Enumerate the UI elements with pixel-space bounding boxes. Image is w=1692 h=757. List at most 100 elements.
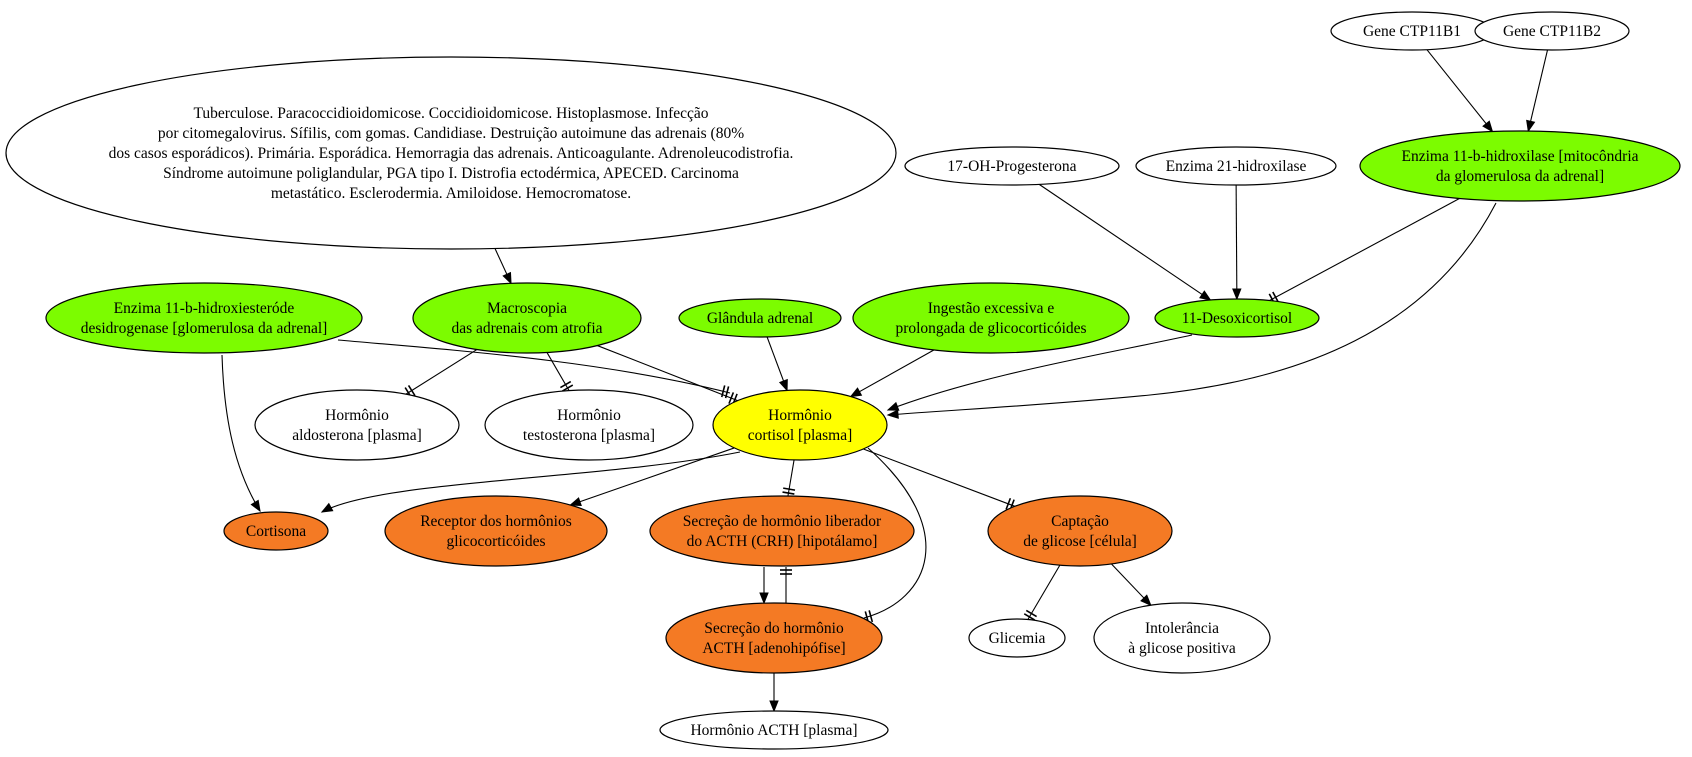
edge-11-desoxicortisol-to-cortisol [886, 334, 1193, 411]
node-glandula-adrenal: Glândula adrenal [678, 298, 842, 338]
edge-cortisol-to-acth-secrecao-tee-bar [868, 610, 874, 623]
node-enzima-21-hidroxilase-shape [1135, 146, 1337, 186]
node-ingestao-shape [852, 282, 1130, 354]
edge-macroscopia-to-cortisol-tee-bar [728, 392, 735, 404]
edge-cortisol-to-receptor-arrowhead [569, 497, 582, 507]
edge-enzima-11b-hidroxiesterode-to-cortisona-line [221, 354, 261, 512]
node-glicemia: Glicemia [968, 618, 1066, 658]
node-crh-label: do ACTH (CRH) [hipotálamo] [687, 533, 878, 550]
edges-layer [221, 49, 1549, 713]
node-acth-secrecao-label: ACTH [adenohipófise] [702, 640, 845, 657]
node-captacao: Captação de glicose [célula] [987, 495, 1173, 567]
node-aldosterona-shape [254, 389, 460, 461]
node-captacao-label: de glicose [célula] [1023, 533, 1137, 550]
edge-ingestao-to-cortisol [849, 349, 935, 398]
node-cortisona-shape [223, 511, 329, 551]
node-crh-shape [649, 495, 915, 567]
edge-enzima-11b-hidroxilase-to-11-desoxicortisol-tee-bar [1272, 291, 1280, 303]
edge-macroscopia-to-testosterona [546, 352, 574, 392]
node-receptor-shape [384, 495, 608, 567]
edge-captacao-to-glicemia-line [1027, 564, 1061, 620]
nodes-layer: Tuberculose. Paracoccidioidomicose. Cocc… [5, 11, 1681, 750]
node-glandula-adrenal-label: Glândula adrenal [707, 310, 813, 327]
edge-ingestao-to-cortisol-arrowhead [849, 387, 863, 398]
edge-gene-ctp11b1-to-enzima-11b-hidroxilase-line [1426, 49, 1493, 132]
node-testosterona-shape [484, 389, 694, 461]
node-tuberculose-shape [5, 56, 897, 250]
node-tuberculose-label: por citomegalovirus. Sífilis, com gomas.… [158, 125, 744, 142]
node-glicemia-shape [968, 618, 1066, 658]
node-enzima-21-hidroxilase-label: Enzima 21-hidroxilase [1166, 158, 1307, 175]
node-11-desoxicortisol-label: 11-Desoxicortisol [1182, 310, 1293, 327]
edge-cortisol-to-crh-tee-bar [782, 491, 795, 495]
node-11-desoxicortisol-shape [1154, 298, 1320, 338]
edge-cortisol-to-receptor [569, 447, 735, 507]
node-captacao-label: Captação [1051, 513, 1109, 530]
node-tuberculose-label: Tuberculose. Paracoccidioidomicose. Cocc… [193, 105, 708, 122]
node-receptor-label: Receptor dos hormônios [420, 513, 572, 530]
edge-11-desoxicortisol-to-cortisol-arrowhead [886, 401, 900, 411]
edge-enzima-11b-hidroxiesterode-to-cortisol-tee-bar [720, 385, 726, 398]
edge-enzima-11b-hidroxiesterode-to-cortisol-line [337, 339, 731, 394]
edge-17-oh-progesterona-to-11-desoxicortisol [1038, 183, 1212, 301]
node-enzima-21-hidroxilase: Enzima 21-hidroxilase [1135, 146, 1337, 186]
edge-tuberculose-to-macroscopia [494, 248, 512, 285]
edge-macroscopia-to-aldosterona-tee-bar [407, 385, 416, 397]
node-tuberculose: Tuberculose. Paracoccidioidomicose. Cocc… [5, 56, 897, 250]
edge-enzima-11b-hidroxilase-to-cortisol-line [887, 202, 1497, 416]
node-gene-ctp11b2-label: Gene CTP11B2 [1503, 23, 1601, 40]
node-crh-label: Secreção de hormônio liberador [683, 513, 882, 530]
edge-gene-ctp11b2-to-enzima-11b-hidroxilase-arrowhead [1526, 119, 1536, 133]
edge-macroscopia-to-testosterona-tee-bar [561, 384, 574, 392]
edge-cortisol-to-crh-tee-bar [783, 487, 796, 491]
edge-enzima-11b-hidroxiesterode-to-cortisona-arrowhead [250, 499, 261, 513]
node-enzima-11b-hidroxilase-label: Enzima 11-b-hidroxilase [mitocôndria [1401, 148, 1638, 165]
node-acth-plasma-shape [659, 710, 889, 750]
node-17-oh-progesterona-shape [904, 146, 1120, 186]
edge-17-oh-progesterona-to-11-desoxicortisol-arrowhead [1199, 290, 1212, 301]
node-aldosterona-label: aldosterona [plasma] [292, 427, 422, 444]
edge-enzima-11b-hidroxilase-to-cortisol [886, 202, 1497, 419]
edge-enzima-11b-hidroxiesterode-to-cortisona [221, 354, 261, 513]
node-glicemia-label: Glicemia [989, 630, 1046, 647]
edge-captacao-to-glicemia-tee-bar [1025, 609, 1038, 618]
node-intolerancia-label: Intolerância [1145, 620, 1219, 637]
edge-captacao-to-glicemia [1023, 564, 1061, 621]
edge-acth-secrecao-to-acth-plasma [769, 673, 779, 713]
edge-11-desoxicortisol-to-cortisol-line [887, 334, 1193, 411]
edge-cortisol-to-captacao [863, 448, 1015, 512]
edge-gene-ctp11b2-to-enzima-11b-hidroxilase [1526, 49, 1549, 133]
node-11-desoxicortisol: 11-Desoxicortisol [1154, 298, 1320, 338]
edge-cortisol-to-captacao-tee-bar [1005, 497, 1012, 510]
edge-gene-ctp11b2-to-enzima-11b-hidroxilase-line [1527, 49, 1549, 132]
node-enzima-11b-hidroxiesterode-label: Enzima 11-b-hidroxiesteróde [114, 300, 295, 317]
node-macroscopia-label: Macroscopia [487, 300, 567, 317]
edge-cortisol-to-receptor-line [570, 447, 735, 506]
edge-enzima-11b-hidroxilase-to-11-desoxicortisol-line [1269, 197, 1460, 302]
edge-crh-to-acth-secrecao [759, 567, 769, 605]
node-17-oh-progesterona-label: 17-OH-Progesterona [947, 158, 1076, 175]
edge-enzima-21-hidroxilase-to-11-desoxicortisol-line [1235, 184, 1238, 300]
node-captacao-shape [987, 495, 1173, 567]
edge-enzima-21-hidroxilase-to-11-desoxicortisol-arrowhead [1232, 288, 1242, 301]
node-cortisona-label: Cortisona [246, 523, 306, 540]
node-enzima-11b-hidroxiesterode-label: desidrogenase [glomerulosa da adrenal] [81, 320, 328, 337]
node-cortisol-label: Hormônio [768, 407, 832, 424]
node-acth-plasma: Hormônio ACTH [plasma] [659, 710, 889, 750]
edge-ingestao-to-cortisol-line [850, 349, 935, 398]
node-ingestao-label: prolongada de glicocorticóides [895, 320, 1086, 337]
edge-macroscopia-to-aldosterona-line [405, 348, 478, 395]
edge-acth-secrecao-to-crh [780, 567, 792, 603]
node-tuberculose-label: Síndrome autoimune poliglandular, PGA ti… [163, 165, 739, 182]
edge-17-oh-progesterona-to-11-desoxicortisol-line [1038, 183, 1211, 301]
edge-acth-secrecao-to-acth-plasma-arrowhead [769, 700, 779, 713]
node-cortisol-shape [712, 389, 888, 461]
node-glandula-adrenal-shape [678, 298, 842, 338]
node-gene-ctp11b1: Gene CTP11B1 [1330, 11, 1494, 51]
